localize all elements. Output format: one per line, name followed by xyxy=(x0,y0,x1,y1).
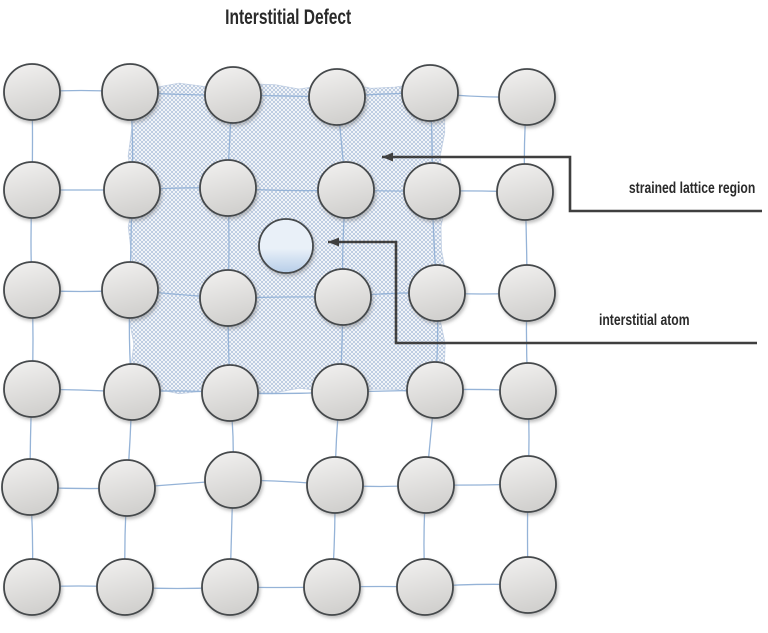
lattice-atom xyxy=(401,64,459,122)
diagram-title-text: Interstitial Defect xyxy=(224,6,352,29)
lattice-atom xyxy=(499,556,557,614)
lattice-atom xyxy=(103,363,161,421)
lattice-atom xyxy=(314,268,372,326)
lattice-atom xyxy=(498,68,556,126)
arrowhead-icon xyxy=(328,237,339,247)
label-interstitial-atom-text: interstitial atom xyxy=(599,312,690,329)
lattice-atom xyxy=(199,159,257,217)
diagram-title: Interstitial Defect xyxy=(0,5,576,31)
lattice-atom xyxy=(397,456,455,514)
lattice-atom xyxy=(496,163,554,221)
lattice-atom xyxy=(201,364,259,422)
lattice-atom xyxy=(101,63,159,121)
arrowhead-icon xyxy=(382,152,393,162)
lattice-atom xyxy=(3,360,61,418)
lattice-atom xyxy=(204,451,262,509)
lattice-atom xyxy=(408,264,466,322)
interstitial-atom xyxy=(258,218,314,274)
lattice-atom xyxy=(303,558,361,616)
label-strained-lattice-region-text: strained lattice region xyxy=(628,180,755,197)
lattice-atom xyxy=(396,558,454,616)
lattice-atom xyxy=(403,162,461,220)
lattice-atom xyxy=(96,558,154,616)
lattice-atom xyxy=(101,261,159,319)
lattice-atom xyxy=(103,161,161,219)
leader-line-strained-lattice-region xyxy=(382,155,762,213)
lattice-atom xyxy=(1,458,59,516)
lattice-atom xyxy=(306,456,364,514)
lattice-atom xyxy=(499,455,557,513)
lattice-atom xyxy=(317,161,375,219)
label-interstitial-atom: interstitial atom xyxy=(599,309,718,333)
lattice-atom xyxy=(199,269,257,327)
lattice-atom xyxy=(3,161,61,219)
leader-line-interstitial-atom xyxy=(328,240,757,345)
lattice-atom xyxy=(3,63,61,121)
lattice-atom xyxy=(204,66,262,124)
lattice-atom xyxy=(311,363,369,421)
lattice-atom xyxy=(499,362,557,420)
lattice-atom xyxy=(201,558,259,616)
lattice-atoms xyxy=(1,63,557,616)
lattice-atom xyxy=(308,68,366,126)
lattice-atom xyxy=(98,459,156,517)
lattice-atom xyxy=(3,558,61,616)
lattice-atom xyxy=(3,261,61,319)
lattice-atom xyxy=(498,264,556,322)
label-strained-lattice-region: strained lattice region xyxy=(589,177,755,201)
lattice-atom xyxy=(406,361,464,419)
